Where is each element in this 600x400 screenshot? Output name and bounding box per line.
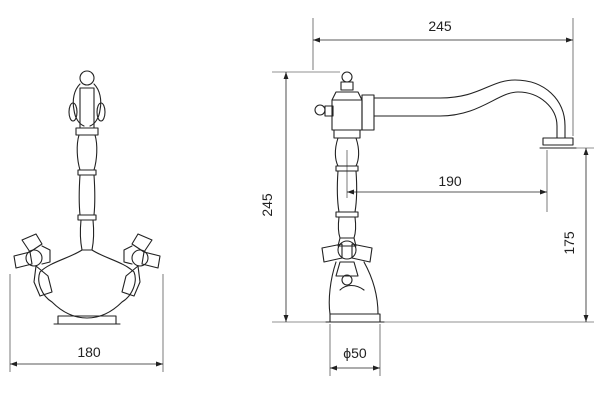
front-base-body: [38, 249, 136, 325]
front-left-handle: [13, 233, 53, 297]
front-top-handle: [68, 70, 106, 129]
front-view: 180: [9, 70, 164, 372]
dimension-label-overall-height: 245: [259, 193, 275, 217]
side-view: 245 245 190 175 ϕ50: [259, 18, 594, 376]
front-column: [75, 127, 99, 251]
side-top-knob: [331, 71, 363, 101]
dimension-label-spout-reach: 190: [438, 173, 462, 189]
dimension-overall-height: 245: [259, 71, 340, 323]
side-base-body: [325, 261, 385, 323]
dimension-label-overall-width: 245: [428, 18, 452, 34]
front-right-handle: [121, 233, 161, 297]
dimension-base-width: 180: [9, 274, 164, 372]
dimension-base-diameter: ϕ50: [329, 324, 381, 376]
dimension-spout-reach: 190: [346, 150, 548, 212]
dimension-spout-height: 175: [384, 147, 594, 323]
dimension-overall-width: 245: [312, 18, 574, 136]
side-cross-handle: [321, 237, 373, 286]
dimension-label-spout-height: 175: [561, 231, 577, 255]
dimension-label-base-diameter: ϕ50: [343, 345, 367, 361]
side-lever: [314, 104, 334, 117]
dimension-label-base-width: 180: [77, 344, 101, 360]
side-spout: [331, 79, 577, 149]
